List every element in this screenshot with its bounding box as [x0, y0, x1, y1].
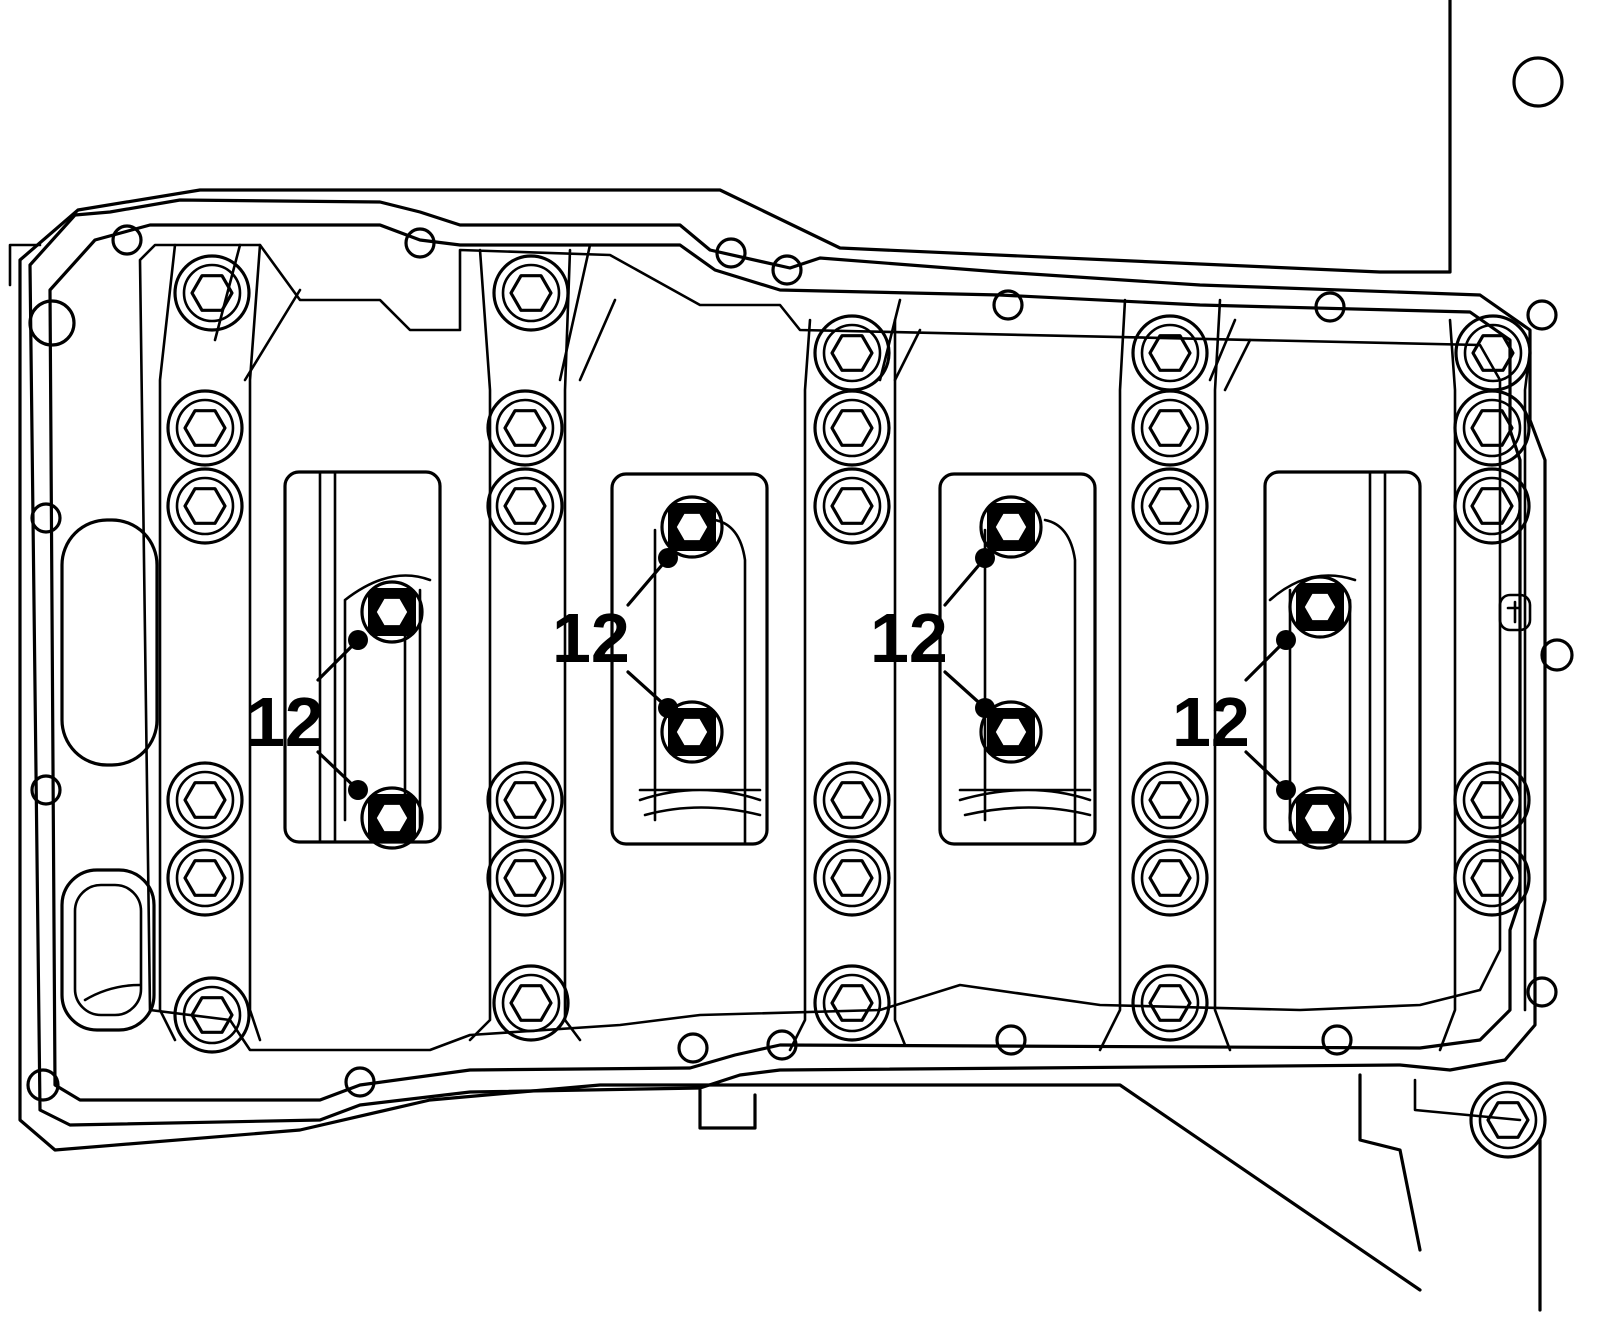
frame-bolt — [486, 389, 564, 467]
frame-bolt — [1131, 314, 1209, 392]
frame-bolt — [1131, 389, 1209, 467]
frame-bolt — [166, 761, 244, 839]
frame-bolts — [166, 254, 1547, 1159]
bearing-cap-bolt — [979, 495, 1043, 559]
callout-dot — [975, 698, 995, 718]
left-recess — [60, 518, 159, 1032]
frame-bolt — [813, 467, 891, 545]
frame-bolt — [492, 254, 570, 332]
frame-bolt — [486, 467, 564, 545]
callout-label-12: 12 — [870, 599, 948, 677]
callout-dot — [975, 548, 995, 568]
callout-dot — [1276, 630, 1296, 650]
bearing-cap-bolt — [1288, 786, 1352, 850]
callout-dot — [348, 630, 368, 650]
frame-bolt — [1131, 839, 1209, 917]
frame-bolt — [813, 314, 891, 392]
frame-bolt — [166, 839, 244, 917]
callout-dot — [1276, 780, 1296, 800]
frame-bolt — [486, 761, 564, 839]
frame-bolt — [1469, 1081, 1547, 1159]
frame-bolt — [1453, 467, 1531, 545]
frame-bolt — [166, 467, 244, 545]
callout-dot — [658, 548, 678, 568]
frame-bolt — [1453, 389, 1531, 467]
bearing-cap-windows — [283, 470, 1422, 846]
bearing-cap-bolt — [660, 700, 724, 764]
bearing-cap-bolt — [979, 700, 1043, 764]
frame-bolt — [813, 964, 891, 1042]
side-fitting — [1498, 593, 1532, 632]
frame-bolt — [486, 839, 564, 917]
callout-group-1: 12 — [246, 630, 368, 800]
callout-dot — [348, 780, 368, 800]
cross-members — [158, 243, 1532, 1052]
callout-group-3: 12 — [870, 548, 995, 718]
ladder-frame-outline — [8, 0, 1547, 1312]
callout-label-12: 12 — [552, 599, 630, 677]
bearing-cap-bolt — [1288, 575, 1352, 639]
frame-bolt — [1131, 467, 1209, 545]
main-bearing-bolts — [360, 495, 1352, 850]
frame-bolt — [173, 254, 251, 332]
frame-bolt — [1453, 761, 1531, 839]
frame-bolt — [1131, 964, 1209, 1042]
bearing-cap-bolt — [360, 580, 424, 644]
frame-bolt — [813, 389, 891, 467]
frame-bolt — [166, 389, 244, 467]
bearing-cap-bolt — [360, 786, 424, 850]
callout-group-2: 12 — [552, 548, 678, 718]
callout-group-4: 12 — [1172, 630, 1296, 800]
frame-bolt — [813, 761, 891, 839]
frame-bolt — [492, 964, 570, 1042]
callout-label-12: 12 — [246, 683, 324, 761]
bearing-cap-bolt — [660, 495, 724, 559]
callout-label-12: 12 — [1172, 683, 1250, 761]
flange-holes — [26, 56, 1574, 1102]
frame-bolt — [1131, 761, 1209, 839]
callout-dot — [658, 698, 678, 718]
frame-bolt — [173, 976, 251, 1054]
frame-bolt — [1453, 839, 1531, 917]
frame-bolt — [813, 839, 891, 917]
